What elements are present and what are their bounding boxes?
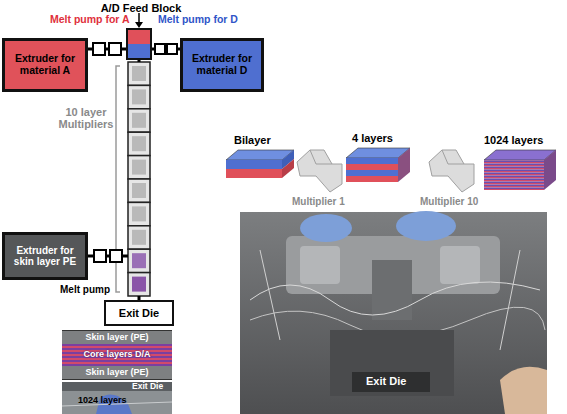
photo-background <box>240 212 547 414</box>
pump-symbol <box>94 250 106 262</box>
flow-line <box>138 296 141 300</box>
photo-label: Exit Die <box>132 382 163 391</box>
layer-d <box>226 160 282 169</box>
photo-background <box>62 382 172 414</box>
extruder-box: Extruder for material D <box>180 38 264 92</box>
multiplier-core <box>132 183 146 198</box>
feed-block: A/D Feed Block <box>126 28 152 60</box>
stage-label: 1024 layers <box>484 134 543 146</box>
block-side <box>544 150 556 190</box>
node-text: 10 layer Multipliers <box>54 106 118 130</box>
many-layer-block <box>484 150 556 190</box>
multiplier-segment <box>128 132 150 155</box>
node-text: Extruder for material A <box>8 53 82 76</box>
multiplier-segment <box>128 179 150 202</box>
pump-symbol <box>93 43 105 55</box>
layer-d <box>346 170 398 176</box>
layer-a <box>346 164 398 170</box>
multiplier-segment <box>128 62 150 85</box>
multiplier-core <box>132 113 146 128</box>
flow-line <box>138 60 141 62</box>
exit-die-box: Exit Die <box>104 300 174 326</box>
multiplier-segment <box>128 156 150 179</box>
pump-label: Melt pump for A <box>50 14 130 26</box>
photo-label-box <box>352 372 430 392</box>
lab-photo <box>240 211 547 414</box>
hand <box>500 367 547 414</box>
multiplier-label: Multiplier 10 <box>420 196 478 207</box>
multiplier-core <box>132 206 146 221</box>
multiplier-core <box>132 277 146 292</box>
node-text: Extruder for skin layer PE <box>8 245 82 267</box>
multiplier-column: 10 layer Multipliers <box>128 62 150 296</box>
multiplier-segment <box>128 85 150 108</box>
node-text: Skin layer (PE) <box>85 333 148 343</box>
exit-die-body <box>330 330 454 396</box>
photo-label: Exit Die <box>366 375 406 387</box>
multiplier-symbol <box>429 150 474 192</box>
block-top <box>484 150 556 160</box>
pump-symbol <box>155 44 165 54</box>
multiplier-edge <box>442 150 464 164</box>
node-text: Exit Die <box>119 307 159 319</box>
layer-stack <box>484 160 544 190</box>
multiplier-core <box>132 136 146 151</box>
extruder-barrel <box>440 246 480 284</box>
pump-symbol <box>110 250 122 262</box>
small-photo <box>62 382 172 414</box>
node-text: Core layers D/A <box>83 350 150 360</box>
multiplier-segment <box>128 226 150 249</box>
multiplier-core <box>132 160 146 175</box>
extruder-box: Extruder for skin layer PE <box>2 232 88 280</box>
multiplier-segment <box>128 109 150 132</box>
extruder-box: Extruder for material A <box>2 38 88 92</box>
multiplier-core <box>132 66 146 81</box>
layer-band: Skin layer (PE) <box>62 366 172 380</box>
multiplier-segment <box>128 249 150 272</box>
stage-label: Bilayer <box>234 134 271 146</box>
bilayer-block <box>226 150 294 178</box>
layer-a <box>226 169 282 178</box>
multiplier-label: Multiplier 1 <box>292 196 345 207</box>
multiplier-segment <box>128 273 150 296</box>
photo-die <box>62 382 172 391</box>
node-text: A/D Feed Block <box>88 2 194 14</box>
multiplier-stack <box>128 62 150 296</box>
glove <box>396 211 456 241</box>
multiplier-core <box>132 253 146 268</box>
layer-d <box>346 158 398 164</box>
layer-band: Core layers D/A <box>62 344 172 366</box>
block-side <box>282 159 294 178</box>
pump-symbol <box>109 43 121 55</box>
multiplier-segment <box>128 202 150 225</box>
four-layer-block <box>346 148 410 182</box>
layer-a <box>346 176 398 182</box>
block-top <box>226 150 294 160</box>
layer-band: Skin layer (PE) <box>62 330 172 344</box>
stage-label: 4 layers <box>352 132 393 144</box>
multiplier-core <box>132 230 146 245</box>
block-side <box>398 148 410 182</box>
pump-label: Melt pump <box>60 284 110 295</box>
multiplier-symbol <box>297 150 342 192</box>
node-text: Extruder for material D <box>186 53 258 76</box>
pump-symbol <box>167 44 177 54</box>
glove <box>300 214 352 242</box>
extruder-barrel <box>300 246 340 284</box>
node-text: Skin layer (PE) <box>85 368 148 378</box>
multiplier-edge <box>310 150 332 164</box>
pump-label: Melt pump for D <box>158 14 238 26</box>
multiplier-core <box>132 89 146 104</box>
photo-label: 1024 layers <box>78 396 127 406</box>
multiplier-column <box>372 260 412 320</box>
